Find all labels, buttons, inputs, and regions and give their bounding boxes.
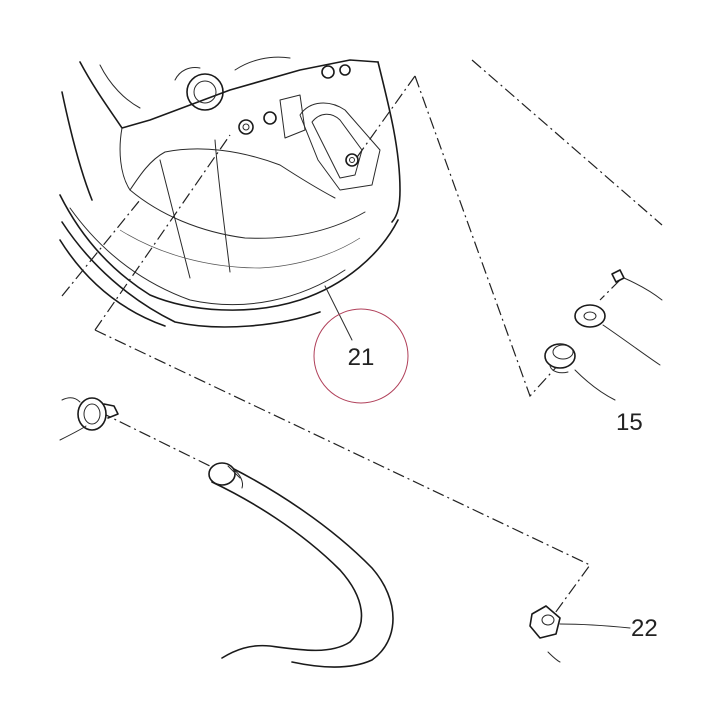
highlight-circle	[313, 308, 409, 404]
hose-clamp[interactable]	[59, 397, 119, 441]
assembly-lines	[61, 59, 663, 621]
part-21-housing[interactable]	[59, 56, 401, 328]
hose[interactable]	[208, 462, 394, 668]
label-21-group: 21	[313, 285, 409, 404]
label-22: 22	[631, 615, 658, 642]
part-22-fitting[interactable]	[529, 605, 631, 663]
label-15: 15	[616, 409, 643, 436]
part-15-grommet-set[interactable]	[544, 269, 663, 401]
label-21: 21	[348, 344, 375, 371]
